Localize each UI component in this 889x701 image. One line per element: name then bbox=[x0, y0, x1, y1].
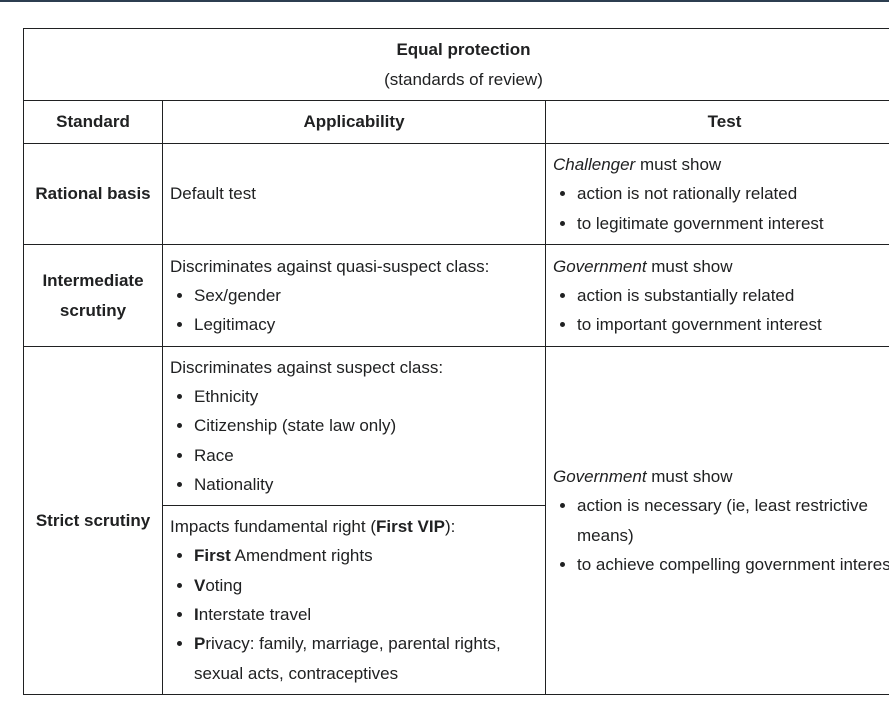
list-item: Privacy: family, marriage, parental righ… bbox=[194, 629, 538, 688]
applicability-text: Discriminates against quasi-suspect clas… bbox=[170, 256, 490, 276]
test-list: action is necessary (ie, least restricti… bbox=[553, 491, 889, 579]
mnemonic-label: First VIP bbox=[375, 517, 445, 537]
test-cell: Government must show action is substanti… bbox=[544, 244, 889, 347]
applicability-text: Discriminates against suspect class: bbox=[170, 357, 444, 377]
applicability-cell: Discriminates against quasi-suspect clas… bbox=[162, 244, 546, 347]
table-row-strict-scrutiny: Strict scrutiny Discriminates against su… bbox=[23, 346, 889, 695]
table-caption: Equal protection (standards of review) bbox=[22, 28, 889, 101]
applicability-text: Impacts fundamental right (First VIP): bbox=[170, 517, 456, 537]
applicability-cell: Impacts fundamental right (First VIP): F… bbox=[162, 505, 546, 695]
list-item: action is necessary (ie, least restricti… bbox=[577, 491, 889, 550]
test-list: action is substantially related to impor… bbox=[553, 281, 889, 340]
standard-cell: Intermediate scrutiny bbox=[23, 244, 163, 347]
test-lead: Government must show bbox=[553, 256, 733, 276]
list-item: action is not rationally related bbox=[577, 179, 889, 208]
header-standard: Standard bbox=[23, 100, 163, 144]
equal-protection-table: Equal protection (standards of review) S… bbox=[22, 28, 889, 695]
list-item: action is substantially related bbox=[577, 281, 889, 310]
list-item: Interstate travel bbox=[194, 600, 538, 629]
list-item: First Amendment rights bbox=[194, 541, 538, 570]
standard-cell: Rational basis bbox=[23, 143, 163, 245]
list-item: Sex/gender bbox=[194, 281, 538, 310]
list-item: to achieve compelling government interes… bbox=[577, 550, 889, 579]
applicability-list: Sex/gender Legitimacy bbox=[170, 281, 538, 340]
list-item: Voting bbox=[194, 571, 538, 600]
table-row-strict-scrutiny-fundamental-right: Impacts fundamental right (First VIP): F… bbox=[24, 505, 889, 695]
test-lead: Government must show bbox=[553, 466, 733, 486]
list-item: to important government interest bbox=[577, 310, 889, 339]
table-subtitle: (standards of review) bbox=[384, 69, 543, 89]
applicability-list: Ethnicity Citizenship (state law only) R… bbox=[170, 382, 538, 499]
list-item: Citizenship (state law only) bbox=[194, 411, 538, 440]
list-item: to legitimate government interest bbox=[577, 209, 889, 238]
header-row: Standard Applicability Test bbox=[23, 100, 889, 144]
header-test: Test bbox=[544, 100, 889, 144]
table-row-rational-basis: Rational basis Default test Challenger m… bbox=[23, 143, 889, 245]
header-applicability: Applicability bbox=[162, 100, 546, 144]
test-lead: Challenger must show bbox=[553, 155, 722, 175]
list-item: Race bbox=[194, 441, 538, 470]
applicability-cell: Discriminates against suspect class: Eth… bbox=[162, 346, 546, 506]
list-item: Legitimacy bbox=[194, 310, 538, 339]
table-row-intermediate-scrutiny: Intermediate scrutiny Discriminates agai… bbox=[23, 244, 889, 347]
applicability-text: Default test bbox=[170, 184, 256, 204]
test-list: action is not rationally related to legi… bbox=[553, 179, 889, 238]
table-title: Equal protection bbox=[396, 40, 531, 60]
list-item: Ethnicity bbox=[194, 382, 538, 411]
applicability-cell: Default test bbox=[162, 143, 546, 245]
top-border-line bbox=[0, 0, 889, 2]
test-cell: Challenger must show action is not ratio… bbox=[544, 143, 889, 245]
fundamental-rights-list: First Amendment rights Voting Interstate… bbox=[170, 541, 538, 687]
test-actor: Challenger bbox=[553, 155, 636, 175]
list-item: Nationality bbox=[194, 470, 538, 499]
standard-cell: Strict scrutiny bbox=[23, 346, 163, 695]
test-actor: Government bbox=[553, 256, 647, 276]
test-actor: Government bbox=[553, 466, 647, 486]
test-cell: Government must show action is necessary… bbox=[544, 346, 889, 695]
